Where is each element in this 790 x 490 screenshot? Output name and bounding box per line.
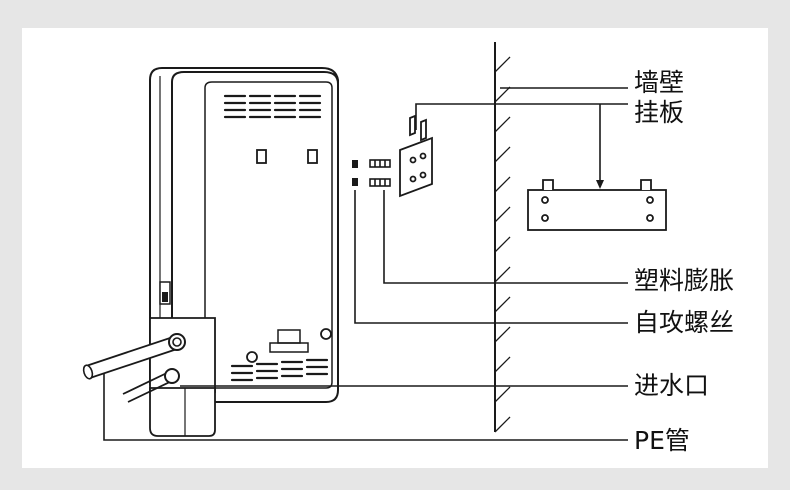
screws: [352, 160, 358, 186]
arrowheads: [596, 180, 604, 189]
label-water-inlet: 进水口: [634, 371, 710, 400]
diagram-panel: [22, 28, 768, 468]
plastic-anchors: [369, 159, 391, 187]
leader-lines: [103, 87, 628, 441]
pe-pipe: [82, 333, 186, 380]
top-vents: [223, 94, 322, 119]
water-heater: [149, 67, 339, 437]
label-mounting-plate: 挂板: [634, 98, 685, 127]
hanging-slot-left: [256, 149, 267, 164]
water-inlet-pipe: [122, 368, 180, 403]
label-pe-pipe: PE管: [634, 426, 690, 455]
hanging-slot-right: [307, 149, 318, 164]
wall: [494, 42, 511, 433]
mounting-plate-side: [399, 114, 433, 198]
mounting-plate-front: [527, 179, 667, 231]
label-wall: 墙壁: [634, 68, 685, 97]
power-switch: [159, 281, 171, 305]
bottom-vents: [230, 358, 329, 382]
label-plastic-anchor: 塑料膨胀: [634, 266, 735, 295]
label-self-tapping-screw: 自攻螺丝: [634, 308, 735, 337]
